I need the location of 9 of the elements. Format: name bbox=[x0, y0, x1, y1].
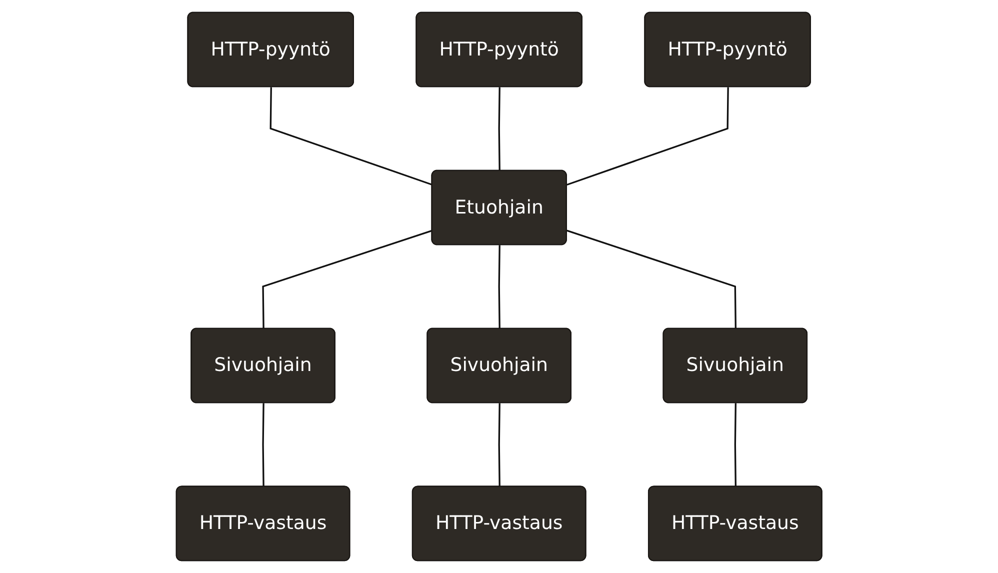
connector bbox=[566, 87, 729, 186]
connector bbox=[566, 230, 736, 329]
connector bbox=[498, 245, 500, 329]
connector bbox=[262, 403, 264, 487]
connector bbox=[262, 230, 432, 329]
connector bbox=[498, 403, 500, 487]
connector bbox=[270, 87, 432, 186]
connector bbox=[498, 87, 500, 171]
connector bbox=[734, 403, 736, 487]
